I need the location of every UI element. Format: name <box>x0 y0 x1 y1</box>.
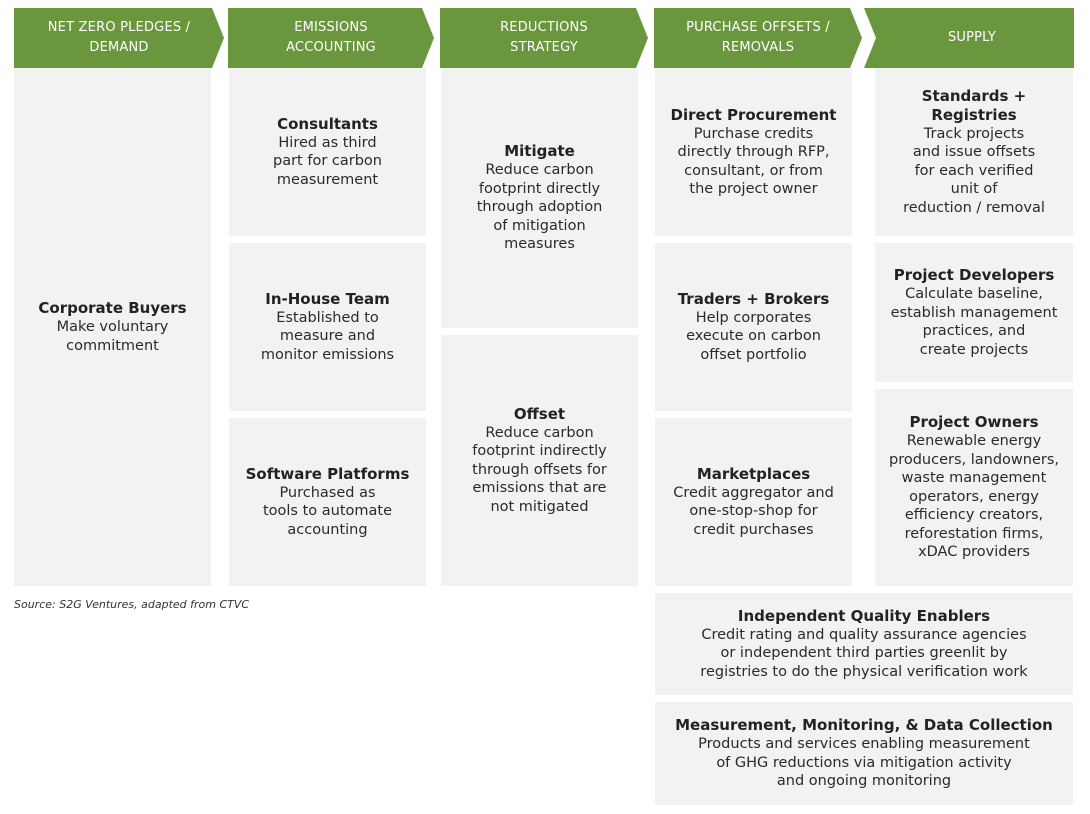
box-description: Credit rating and quality assurance agen… <box>700 626 1028 680</box>
box-description: Reduce carbon footprint indirectly throu… <box>472 424 607 515</box>
chevron-shape <box>654 8 862 68</box>
box-description: Purchased as tools to automate accountin… <box>262 484 393 538</box>
box-title: Independent Quality Enablers <box>737 606 991 625</box>
box-title: In-House Team <box>265 289 390 308</box>
box-mitigate: Mitigate Reduce carbon footprint directl… <box>441 68 638 328</box>
box-standards-registries: Standards + Registries Track projects an… <box>875 68 1073 236</box>
box-title: Standards + Registries <box>921 86 1027 124</box>
chevron-shape <box>14 8 224 68</box>
box-title: Direct Procurement <box>670 105 837 124</box>
header-net-zero-pledges: NET ZERO PLEDGES / DEMAND <box>14 8 224 68</box>
box-title: Corporate Buyers <box>38 299 187 317</box>
box-description: Make voluntary commitment <box>56 319 169 354</box>
box-software-platforms: Software Platforms Purchased as tools to… <box>229 418 426 586</box>
source-note: Source: S2G Ventures, adapted from CTVC <box>14 598 250 611</box>
header-supply: SUPPLY <box>864 8 1074 68</box>
box-description: Track projects and issue offsets for eac… <box>903 125 1045 216</box>
header-label: EMISSIONS ACCOUNTING <box>286 20 376 55</box>
box-in-house-team: In-House Team Established to measure and… <box>229 243 426 411</box>
box-title: Offset <box>513 404 566 423</box>
box-description: Reduce carbon footprint directly through… <box>476 162 603 253</box>
box-title: Mitigate <box>504 142 575 161</box>
box-corporate-buyers: Corporate Buyers Make voluntary commitme… <box>14 68 211 586</box>
header-label: SUPPLY <box>947 30 997 45</box>
box-title: Measurement, Monitoring, & Data Collecti… <box>675 716 1053 735</box>
box-description: Hired as third part for carbon measureme… <box>273 134 382 188</box>
header-label: REDUCTIONS STRATEGY <box>500 20 588 55</box>
box-traders-brokers: Traders + Brokers Help corporates execut… <box>655 243 852 411</box>
chevron-shape <box>440 8 648 68</box>
box-direct-procurement: Direct Procurement Purchase credits dire… <box>655 68 852 236</box>
chevron-shape <box>228 8 434 68</box>
header-purchase-offsets: PURCHASE OFFSETS / REMOVALS <box>654 8 862 68</box>
box-title: Consultants <box>277 114 378 133</box>
box-offset: Offset Reduce carbon footprint indirectl… <box>441 335 638 586</box>
box-description: Credit aggregator and one-stop-shop for … <box>673 484 834 538</box>
header-label: NET ZERO PLEDGES / DEMAND <box>47 20 191 55</box>
box-consultants: Consultants Hired as third part for carb… <box>229 68 426 236</box>
box-independent-quality-enablers: Independent Quality Enablers Credit rati… <box>655 593 1073 695</box>
box-project-owners: Project Owners Renewable energy producer… <box>875 389 1073 586</box>
header-reductions-strategy: REDUCTIONS STRATEGY <box>440 8 648 68</box>
box-measurement-monitoring: Measurement, Monitoring, & Data Collecti… <box>655 702 1073 805</box>
box-description: Established to measure and monitor emiss… <box>260 309 395 363</box>
chevron-shape <box>864 8 1074 68</box>
box-description: Products and services enabling measureme… <box>698 736 1030 790</box>
box-description: Renewable energy producers, landowners, … <box>888 433 1059 561</box>
box-title: Marketplaces <box>696 464 811 483</box>
header-label: PURCHASE OFFSETS / REMOVALS <box>686 20 830 55</box>
box-project-developers: Project Developers Calculate baseline, e… <box>875 243 1073 382</box>
box-description: Help corporates execute on carbon offset… <box>686 309 821 363</box>
box-description: Purchase credits directly through RFP, c… <box>677 125 830 198</box>
box-title: Project Developers <box>893 266 1055 284</box>
box-title: Traders + Brokers <box>677 289 830 308</box>
header-emissions-accounting: EMISSIONS ACCOUNTING <box>228 8 434 68</box>
box-description: Calculate baseline, establish management… <box>890 286 1058 358</box>
box-title: Project Owners <box>909 413 1039 432</box>
box-title: Software Platforms <box>245 464 410 483</box>
box-marketplaces: Marketplaces Credit aggregator and one-s… <box>655 418 852 586</box>
